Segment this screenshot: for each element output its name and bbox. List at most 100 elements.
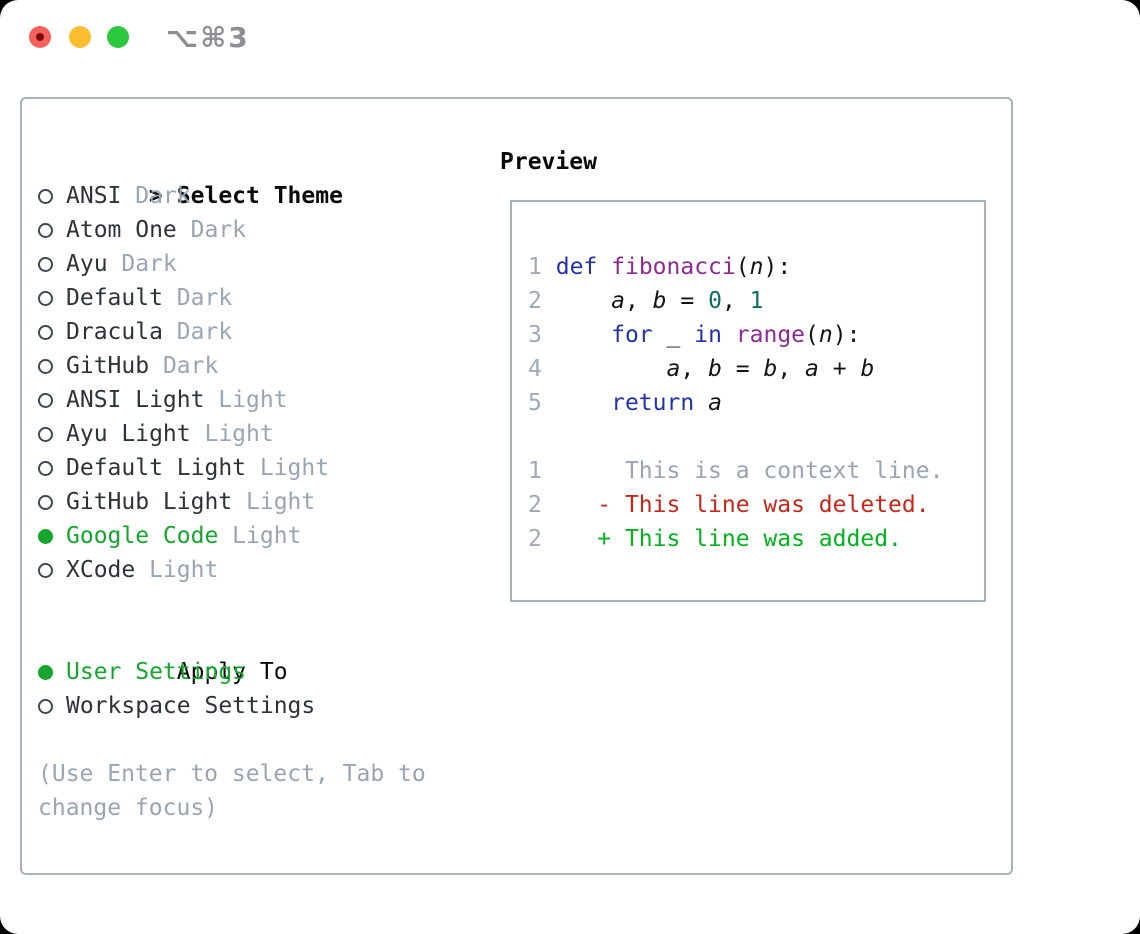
radio-circle: [38, 427, 53, 442]
theme-option-default-light[interactable]: Default Light Light: [38, 451, 482, 485]
radio-circle: [38, 291, 53, 306]
option-label: XCode: [66, 557, 136, 583]
radio-unselected-icon: [38, 281, 66, 315]
option-label: Dracula: [66, 319, 163, 345]
code-token-var: _: [666, 322, 681, 348]
code-token-pl: ,: [721, 288, 750, 314]
radio-circle: [38, 189, 53, 204]
code-token-pl: =: [666, 288, 709, 314]
code-token-pl: =: [721, 356, 764, 382]
diff-line-deleted: 2 - This line was deleted.: [528, 488, 984, 522]
option-variant-label: Light: [218, 523, 302, 549]
line-number: 1: [528, 458, 542, 484]
code-token-fn: range: [735, 322, 806, 348]
code-token-var: b: [652, 288, 667, 314]
code-token-kw: def: [555, 254, 598, 280]
apply-option-user-settings[interactable]: User Settings: [38, 655, 482, 689]
code-line: 2 a, b = 0, 1: [528, 284, 984, 318]
diff-text: - This line was deleted.: [541, 492, 930, 518]
theme-option-xcode[interactable]: XCode Light: [38, 553, 482, 587]
radio-unselected-icon: [38, 213, 66, 247]
theme-option-ayu-light[interactable]: Ayu Light Light: [38, 417, 482, 451]
help-text: (Use Enter to select, Tab to change focu…: [38, 761, 426, 821]
theme-option-github[interactable]: GitHub Dark: [38, 349, 482, 383]
code-token-var: a: [708, 390, 722, 416]
option-variant-label: Dark: [162, 319, 233, 345]
option-label: Atom One: [66, 217, 177, 243]
radio-unselected-icon: [38, 417, 66, 451]
option-variant-label: Dark: [149, 353, 219, 379]
maximize-button[interactable]: [107, 26, 129, 48]
code-token-pl: [556, 288, 611, 314]
radio-unselected-icon: [38, 349, 66, 383]
apply-to-title: Apply To: [176, 659, 288, 685]
theme-option-ayu[interactable]: Ayu Dark: [38, 247, 482, 281]
code-token-pl: ):: [763, 254, 792, 280]
line-number: 2: [528, 526, 542, 552]
theme-option-atom-one[interactable]: Atom One Dark: [38, 213, 482, 247]
theme-option-github-light[interactable]: GitHub Light Light: [38, 485, 482, 519]
theme-option-default[interactable]: Default Dark: [38, 281, 482, 315]
close-button[interactable]: [29, 26, 51, 48]
close-button-dot: [36, 33, 44, 41]
option-variant-label: Dark: [176, 217, 247, 243]
option-label: GitHub Light: [66, 489, 233, 515]
code-token-pl: [597, 254, 611, 280]
spacer: [38, 723, 482, 757]
code-token-kw: in: [694, 322, 722, 348]
code-line: 1 def fibonacci(n):: [528, 250, 984, 284]
theme-option-ansi-light[interactable]: ANSI Light Light: [38, 383, 482, 417]
option-label: GitHub: [66, 353, 150, 379]
minimize-button[interactable]: [69, 26, 91, 48]
code-token-fn: fibonacci: [611, 254, 736, 280]
radio-unselected-icon: [38, 689, 66, 723]
code-token-pl: [722, 322, 736, 348]
select-theme-title: Select Theme: [176, 183, 343, 209]
preview-title: Preview: [500, 149, 597, 175]
code-line: 3 for _ in range(n):: [528, 318, 984, 352]
theme-option-google-code[interactable]: Google Code Light: [38, 519, 482, 553]
spacer: [38, 587, 482, 621]
theme-option-dracula[interactable]: Dracula Dark: [38, 315, 482, 349]
code-token-var: n: [818, 322, 833, 348]
line-number: 5: [528, 390, 542, 416]
radio-circle: [38, 223, 53, 238]
option-label: Workspace Settings: [66, 693, 316, 719]
radio-circle: [38, 699, 53, 714]
code-token-pl: (: [735, 254, 750, 280]
diff-text: + This line was added.: [541, 526, 902, 552]
theme-option-ansi[interactable]: ANSI Dark: [38, 179, 482, 213]
option-variant-label: Light: [246, 455, 330, 481]
code-token-pl: ,: [680, 356, 709, 382]
option-variant-label: Dark: [121, 183, 191, 209]
radio-unselected-icon: [38, 315, 66, 349]
apply-option-workspace-settings[interactable]: Workspace Settings: [38, 689, 482, 723]
radio-unselected-icon: [38, 247, 66, 281]
option-label: ANSI: [66, 183, 122, 209]
radio-unselected-icon: [38, 179, 66, 213]
code-token-pl: ,: [624, 288, 653, 314]
line-number: 2: [528, 288, 542, 314]
code-line: 4 a, b = b, a + b: [528, 352, 984, 386]
radio-unselected-icon: [38, 485, 66, 519]
code-token-lit: 1: [749, 288, 764, 314]
code-token-lit: 0: [708, 288, 722, 314]
radio-circle: [38, 393, 53, 408]
code-token-kw: for: [611, 322, 653, 348]
radio-circle: [38, 563, 53, 578]
code-token-pl: [653, 322, 667, 348]
code-token-pl: [694, 390, 708, 416]
line-number: 1: [528, 254, 542, 280]
code-token-pl: [556, 390, 611, 416]
code-line: 5 return a: [528, 386, 984, 420]
radio-unselected-icon: [38, 383, 66, 417]
select-theme-header: >Select Theme: [38, 145, 482, 209]
line-number: 2: [528, 492, 542, 518]
radio-circle: [38, 665, 53, 680]
option-label: Ayu Light: [66, 421, 191, 447]
option-variant-label: Light: [190, 421, 274, 447]
